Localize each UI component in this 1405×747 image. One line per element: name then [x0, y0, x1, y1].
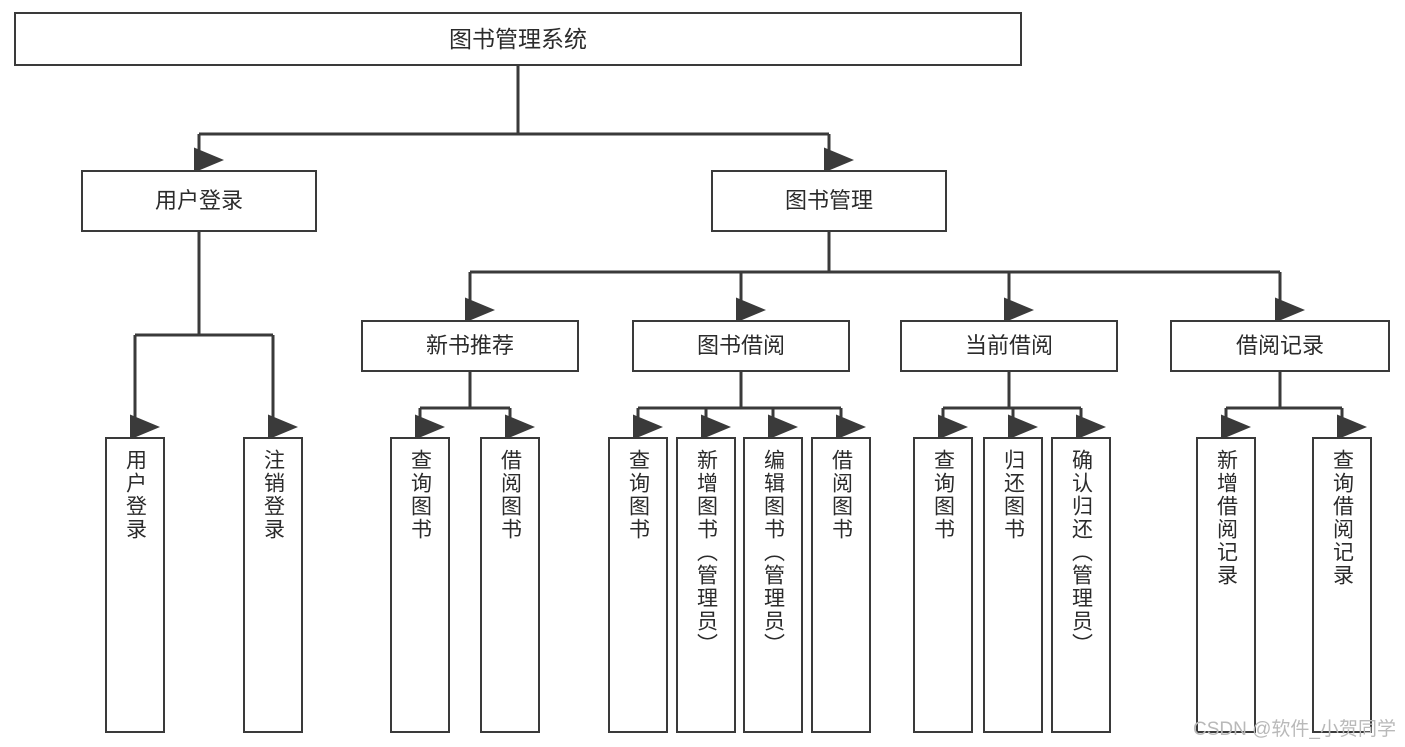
node-book-borrow-label: 图书借阅 [696, 333, 785, 359]
leaf-borrow-book[interactable]: 借阅图书 [811, 437, 871, 733]
leaf-borrow-book-recommend-label: 借阅图书 [498, 449, 522, 541]
leaf-query-book-current-label: 查询图书 [931, 449, 955, 541]
leaf-add-borrow-record-label: 新增借阅记录 [1214, 449, 1238, 587]
node-book-management[interactable]: 图书管理 [711, 170, 947, 232]
leaf-logout[interactable]: 注销登录 [243, 437, 303, 733]
leaf-query-book-recommend[interactable]: 查询图书 [390, 437, 450, 733]
node-new-book-recommend-label: 新书推荐 [425, 333, 514, 359]
leaf-query-book-recommend-label: 查询图书 [408, 449, 432, 541]
leaf-query-book-current[interactable]: 查询图书 [913, 437, 973, 733]
node-current-borrow[interactable]: 当前借阅 [900, 320, 1118, 372]
leaf-logout-label: 注销登录 [261, 449, 285, 541]
node-current-borrow-label: 当前借阅 [964, 333, 1053, 359]
leaf-add-book-admin-label: 新增图书（管理员） [694, 449, 718, 656]
leaf-edit-book-admin[interactable]: 编辑图书（管理员） [743, 437, 803, 733]
node-book-borrow[interactable]: 图书借阅 [632, 320, 850, 372]
node-borrow-records-label: 借阅记录 [1235, 333, 1324, 359]
leaf-query-book-borrow-label: 查询图书 [626, 449, 650, 541]
node-root-label: 图书管理系统 [449, 25, 587, 52]
node-book-management-label: 图书管理 [784, 188, 873, 214]
leaf-confirm-return-admin[interactable]: 确认归还（管理员） [1051, 437, 1111, 733]
leaf-edit-book-admin-label: 编辑图书（管理员） [761, 449, 785, 656]
node-user-login-label: 用户登录 [154, 188, 243, 214]
leaf-return-book[interactable]: 归还图书 [983, 437, 1043, 733]
leaf-user-login-label: 用户登录 [123, 449, 147, 541]
node-new-book-recommend[interactable]: 新书推荐 [361, 320, 579, 372]
node-borrow-records[interactable]: 借阅记录 [1170, 320, 1390, 372]
leaf-borrow-book-label: 借阅图书 [829, 449, 853, 541]
leaf-query-borrow-record[interactable]: 查询借阅记录 [1312, 437, 1372, 733]
leaf-confirm-return-admin-label: 确认归还（管理员） [1069, 449, 1093, 656]
leaf-add-borrow-record[interactable]: 新增借阅记录 [1196, 437, 1256, 733]
node-root[interactable]: 图书管理系统 [14, 12, 1022, 66]
leaf-borrow-book-recommend[interactable]: 借阅图书 [480, 437, 540, 733]
leaf-user-login[interactable]: 用户登录 [105, 437, 165, 733]
leaf-query-borrow-record-label: 查询借阅记录 [1330, 449, 1354, 587]
leaf-return-book-label: 归还图书 [1001, 449, 1025, 541]
node-user-login[interactable]: 用户登录 [81, 170, 317, 232]
leaf-add-book-admin[interactable]: 新增图书（管理员） [676, 437, 736, 733]
leaf-query-book-borrow[interactable]: 查询图书 [608, 437, 668, 733]
